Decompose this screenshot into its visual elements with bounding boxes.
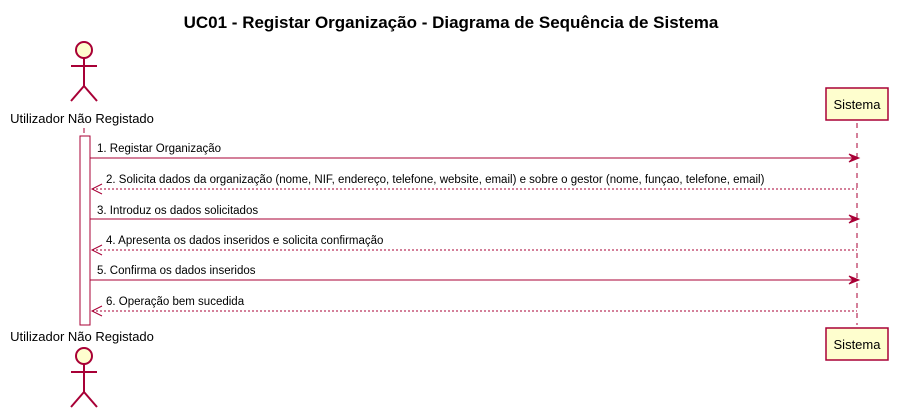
stick-figure-icon [70, 41, 98, 102]
message-3: 3. Introduz os dados solicitados [90, 205, 861, 224]
message-label: 2. Solicita dados da organização (nome, … [106, 174, 765, 186]
message-label: 3. Introduz os dados solicitados [97, 205, 258, 217]
system-participant-top: Sistema [825, 87, 889, 121]
system-label-bottom: Sistema [834, 337, 882, 352]
actor-bottom: Utilizador Não Registado [10, 329, 154, 408]
arrowhead-left-icon [90, 183, 103, 195]
system-label-top: Sistema [834, 97, 882, 112]
message-2: 2. Solicita dados da organização (nome, … [90, 174, 857, 195]
message-label: 6. Operação bem sucedida [106, 296, 245, 308]
message-label: 1. Registar Organização [97, 143, 221, 155]
arrowhead-left-icon [90, 305, 103, 317]
actor-top: Utilizador Não Registado [10, 41, 154, 126]
arrowhead-right-icon [848, 275, 861, 285]
actor-label-bottom: Utilizador Não Registado [10, 329, 154, 344]
actor-activation-bar [79, 135, 91, 326]
arrowhead-right-icon [848, 153, 861, 163]
actor-label-top: Utilizador Não Registado [10, 111, 154, 126]
message-4: 4. Apresenta os dados inseridos e solici… [90, 235, 857, 256]
arrowhead-left-icon [90, 244, 103, 256]
stick-figure-icon [70, 347, 98, 408]
diagram-title: UC01 - Registar Organização - Diagrama d… [184, 13, 719, 32]
message-5: 5. Confirma os dados inseridos [90, 265, 861, 285]
message-label: 4. Apresenta os dados inseridos e solici… [106, 235, 383, 247]
message-6: 6. Operação bem sucedida [90, 296, 857, 317]
arrowhead-right-icon [848, 214, 861, 224]
message-1: 1. Registar Organização [90, 143, 861, 163]
message-label: 5. Confirma os dados inseridos [97, 265, 256, 277]
system-participant-bottom: Sistema [825, 327, 889, 361]
